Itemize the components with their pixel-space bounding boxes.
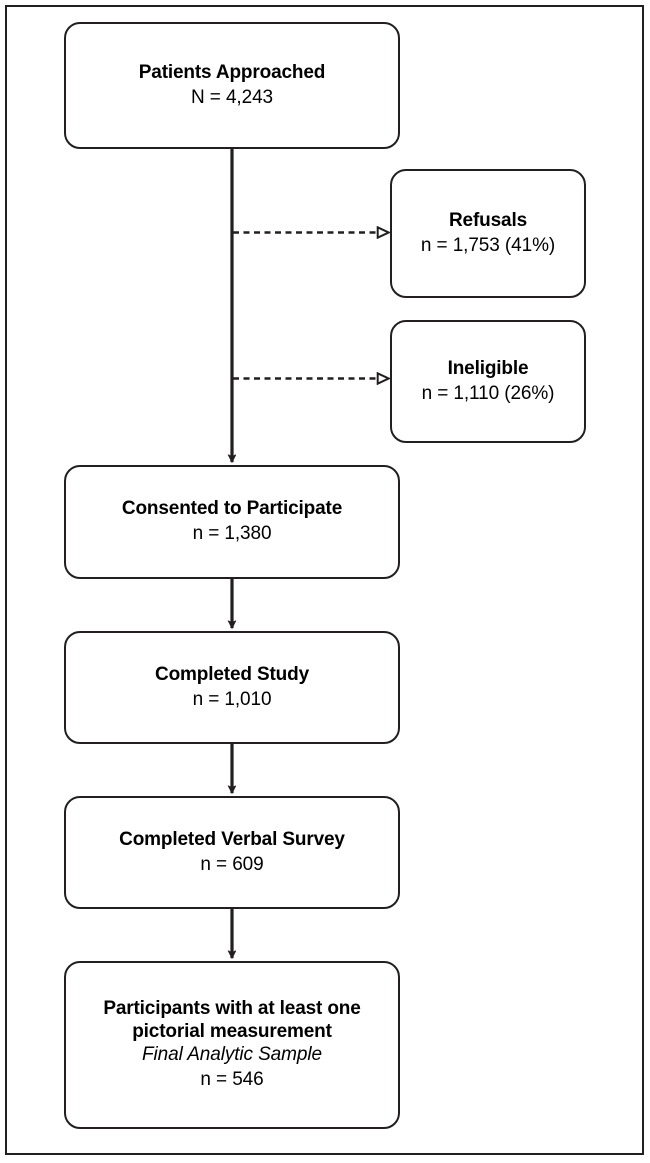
node-title: Consented to Participate [121,498,343,520]
node-title: Patients Approached [138,61,326,83]
node-completed-study: Completed Study n = 1,010 [64,631,400,744]
node-patients-approached: Patients Approached N = 4,243 [64,22,400,149]
node-count: n = 1,110 (26%) [421,382,555,404]
node-count: n = 1,753 (41%) [420,234,556,256]
node-title: Ineligible [447,357,529,379]
node-title: Completed Verbal Survey [119,828,345,850]
node-final-analytic-sample: Participants with at least one pictorial… [64,961,400,1129]
node-refusals: Refusals n = 1,753 (41%) [390,169,586,298]
node-ineligible: Ineligible n = 1,110 (26%) [390,320,586,443]
node-title: Refusals [448,209,527,231]
node-count: n = 546 [200,1069,264,1091]
node-count: n = 1,380 [192,523,272,544]
node-title: Completed Study [155,663,309,685]
node-count: N = 4,243 [190,86,274,108]
node-count: n = 1,010 [192,688,272,710]
node-count: n = 609 [200,853,264,875]
node-completed-verbal-survey: Completed Verbal Survey n = 609 [64,796,400,909]
node-consented-to-participate: Consented to Participate n = 1,380 [64,465,400,579]
node-title: Participants with at least one pictorial… [103,998,361,1043]
node-subtitle: Final Analytic Sample [142,1044,322,1066]
